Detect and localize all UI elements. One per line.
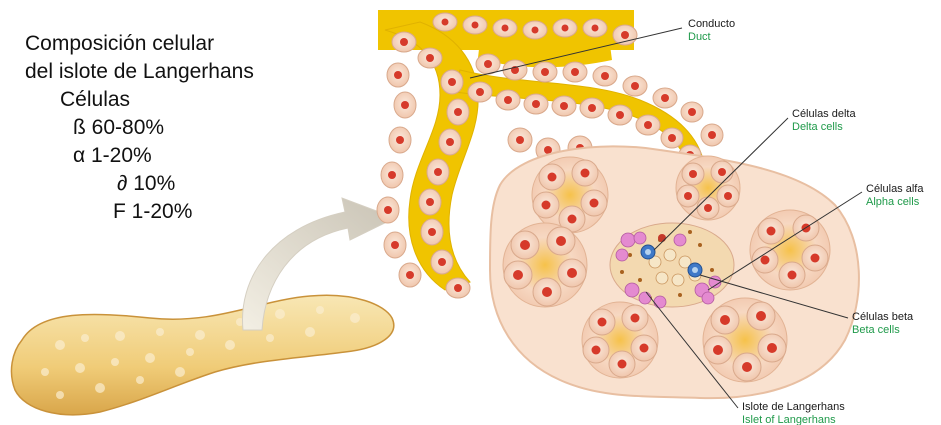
alpha-label-es: Células alfa — [866, 183, 923, 196]
composition-title-line1: Composición celular — [25, 30, 254, 58]
beta-percentage: ß 60-80% — [25, 114, 254, 142]
delta-label-es: Células delta — [792, 108, 856, 121]
duct-label-es: Conducto — [688, 18, 735, 31]
islet-of-langerhans — [610, 223, 734, 308]
beta-label-es: Células beta — [852, 311, 913, 324]
islet-label-es: Islote de Langerhans — [742, 401, 845, 414]
duct-label: Conducto Duct — [688, 18, 735, 44]
delta-percentage: ∂ 10% — [25, 170, 254, 198]
cells-heading: Células — [25, 86, 254, 114]
delta-label: Células delta Delta cells — [792, 108, 856, 134]
alpha-label: Células alfa Alpha cells — [866, 183, 923, 209]
beta-label: Células beta Beta cells — [852, 311, 913, 337]
delta-label-en: Delta cells — [792, 121, 856, 134]
duct-label-en: Duct — [688, 31, 735, 44]
beta-label-en: Beta cells — [852, 324, 913, 337]
f-percentage: F 1-20% — [25, 198, 254, 226]
pancreas-organ — [11, 295, 393, 414]
alpha-label-en: Alpha cells — [866, 196, 923, 209]
islet-label: Islote de Langerhans Islet of Langerhans — [742, 401, 845, 425]
alpha-percentage: α 1-20% — [25, 142, 254, 170]
composition-block: Composición celular del islote de Langer… — [25, 30, 254, 226]
composition-title-line2: del islote de Langerhans — [25, 58, 254, 86]
islet-label-en: Islet of Langerhans — [742, 414, 845, 425]
